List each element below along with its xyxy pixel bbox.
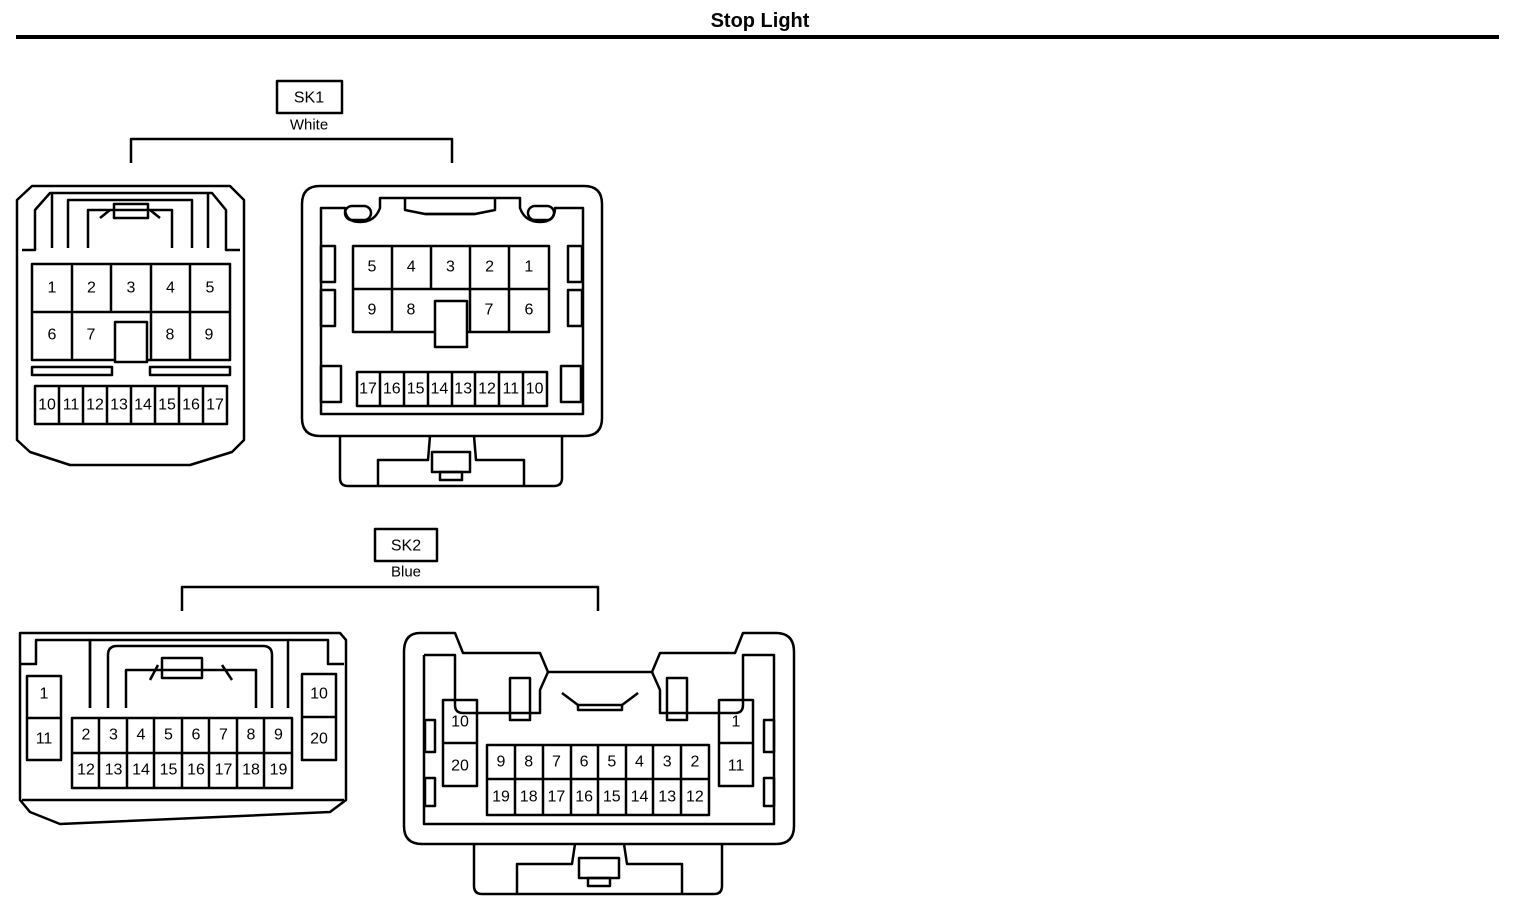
sk2-male-pin-16: 16 — [187, 762, 205, 779]
sk2-male-pin-20: 20 — [310, 731, 328, 748]
sk1-female-pin-11: 11 — [502, 381, 519, 398]
sk1-male-pin-10: 10 — [38, 397, 56, 414]
sk2-female-connector — [402, 631, 796, 896]
sk2-female-pin-2: 2 — [690, 754, 699, 771]
sk1-connector-color: White — [290, 117, 328, 134]
sk1-male-pin-12: 12 — [86, 397, 104, 414]
sk1-female-pin-2: 2 — [485, 259, 494, 276]
sk1-male-connector — [15, 184, 246, 467]
sk2-connector-color: Blue — [391, 564, 421, 581]
sk1-female-pin-6: 6 — [525, 302, 534, 319]
sk2-female-pin-14: 14 — [631, 789, 649, 806]
sk1-connector-id: SK1 — [294, 90, 324, 107]
sk2-male-pin-9: 9 — [274, 727, 283, 744]
page-title: Stop Light — [710, 10, 810, 32]
sk2-female-pin-16: 16 — [575, 789, 593, 806]
sk2-female-pin-15: 15 — [603, 789, 621, 806]
sk1-female-pin-13: 13 — [454, 381, 472, 398]
sk2-female-pin-1: 1 — [732, 714, 741, 731]
sk1-female-pin-15: 15 — [407, 381, 425, 398]
sk2-male-pin-18: 18 — [242, 762, 260, 779]
sk1-male-pin-11: 11 — [63, 397, 80, 414]
sk1-male-pin-1: 1 — [48, 280, 57, 297]
sk1-male-pin-15: 15 — [158, 397, 176, 414]
sk2-male-pin-19: 19 — [270, 762, 288, 779]
sk2-male-pin-4: 4 — [137, 727, 146, 744]
sk2-male-pin-2: 2 — [82, 727, 91, 744]
sk2-male-pin-3: 3 — [109, 727, 118, 744]
sk2-connector-id: SK2 — [391, 538, 421, 555]
sk1-male-pin-13: 13 — [110, 397, 128, 414]
sk2-female-pin-18: 18 — [520, 789, 538, 806]
sk2-male-pin-13: 13 — [105, 762, 123, 779]
sk2-male-pin-7: 7 — [219, 727, 228, 744]
sk2-male-pin-12: 12 — [77, 762, 95, 779]
sk1-male-pin-6: 6 — [48, 327, 57, 344]
sk1-female-pin-8: 8 — [407, 302, 416, 319]
sk1-female-pin-16: 16 — [383, 381, 401, 398]
sk1-female-pin-12: 12 — [478, 381, 496, 398]
title-rule — [16, 35, 1499, 39]
sk1-female-pin-7: 7 — [485, 302, 494, 319]
sk2-female-pin-10: 10 — [451, 714, 469, 731]
sk2-female-pin-19: 19 — [492, 789, 510, 806]
sk2-female-pin-3: 3 — [663, 754, 672, 771]
sk1-male-pin-17: 17 — [206, 397, 224, 414]
sk2-female-pin-5: 5 — [607, 754, 616, 771]
sk2-female-pin-12: 12 — [686, 789, 704, 806]
sk2-bracket — [180, 585, 600, 611]
sk2-male-pin-6: 6 — [192, 727, 201, 744]
sk2-male-pin-8: 8 — [247, 727, 256, 744]
sk2-female-pin-8: 8 — [524, 754, 533, 771]
sk2-female-pin-4: 4 — [635, 754, 644, 771]
sk1-male-pin-9: 9 — [205, 327, 214, 344]
sk2-male-pin-17: 17 — [215, 762, 233, 779]
sk1-male-pin-5: 5 — [206, 280, 215, 297]
sk1-female-pin-1: 1 — [524, 259, 533, 276]
sk1-female-connector — [300, 184, 604, 488]
sk2-male-pin-14: 14 — [132, 762, 150, 779]
sk2-female-pin-20: 20 — [451, 758, 469, 775]
sk2-male-pin-10: 10 — [310, 686, 328, 703]
sk1-male-pin-4: 4 — [166, 280, 175, 297]
sk1-male-pin-16: 16 — [182, 397, 200, 414]
sk1-female-pin-5: 5 — [368, 259, 377, 276]
sk2-female-pin-13: 13 — [658, 789, 676, 806]
sk1-female-pin-14: 14 — [431, 381, 449, 398]
sk1-female-pin-4: 4 — [407, 259, 416, 276]
sk2-female-pin-11: 11 — [728, 758, 745, 775]
sk1-female-pin-3: 3 — [446, 259, 455, 276]
sk1-female-pin-10: 10 — [526, 381, 544, 398]
sk1-female-pin-17: 17 — [359, 381, 377, 398]
sk1-male-pin-8: 8 — [166, 327, 175, 344]
sk1-male-pin-14: 14 — [134, 397, 152, 414]
sk2-male-pin-11: 11 — [36, 731, 53, 748]
sk2-male-connector — [18, 631, 348, 826]
sk2-female-pin-7: 7 — [552, 754, 561, 771]
sk1-bracket — [129, 137, 454, 163]
sk1-label-box — [275, 79, 344, 115]
sk1-male-pin-7: 7 — [87, 327, 96, 344]
sk2-male-pin-5: 5 — [164, 727, 173, 744]
sk1-female-pin-9: 9 — [368, 302, 377, 319]
sk1-male-pin-2: 2 — [87, 280, 96, 297]
sk2-label-box — [373, 527, 439, 563]
sk1-male-pin-3: 3 — [127, 280, 136, 297]
sk2-male-pin-15: 15 — [160, 762, 178, 779]
sk2-female-pin-9: 9 — [497, 754, 506, 771]
sk2-female-pin-6: 6 — [580, 754, 589, 771]
sk2-female-pin-17: 17 — [548, 789, 566, 806]
sk2-male-pin-1: 1 — [40, 686, 49, 703]
